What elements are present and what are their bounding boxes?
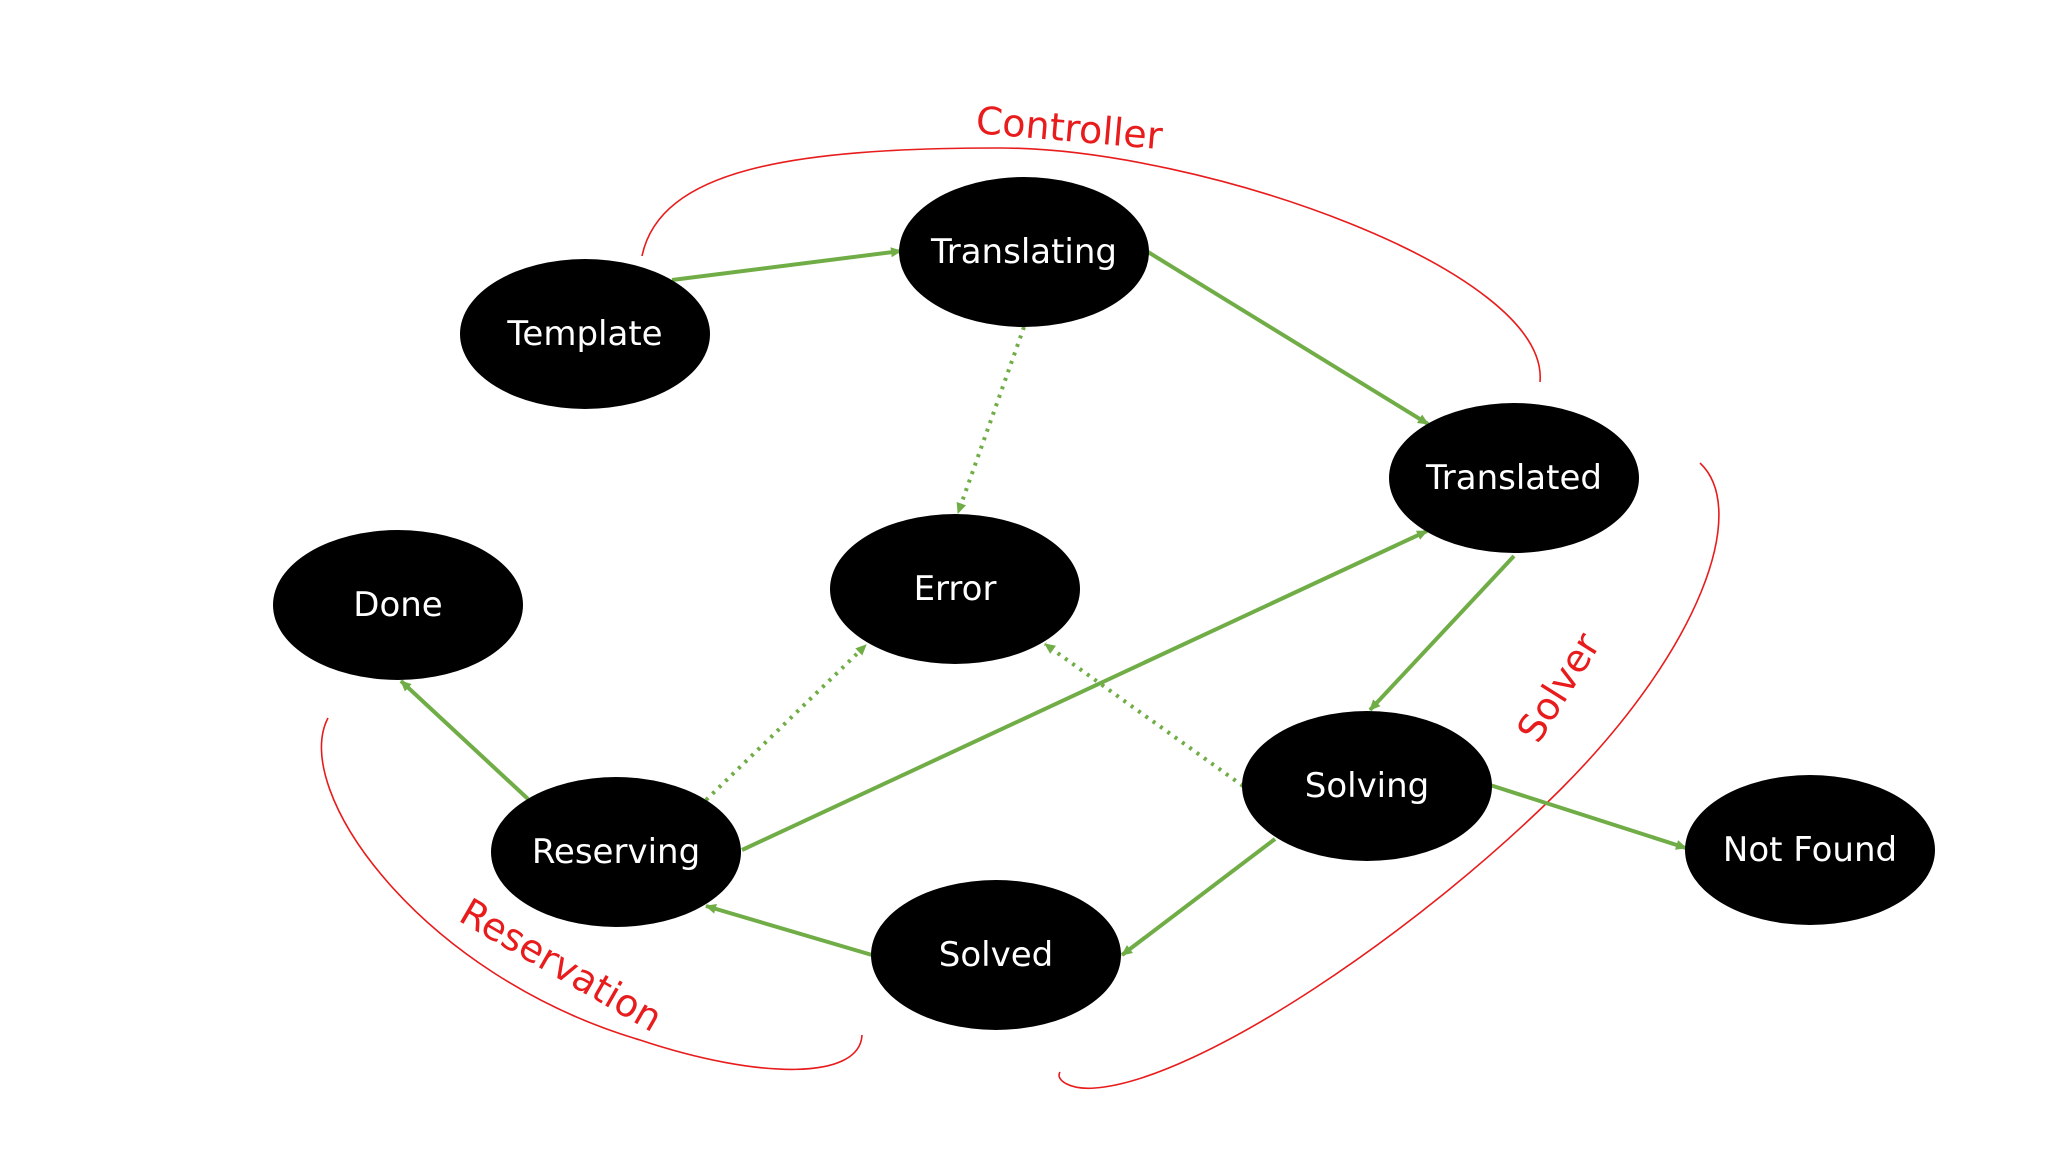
controller-group-arc bbox=[641, 147, 1541, 383]
node-translating: Translating bbox=[899, 177, 1149, 327]
node-done: Done bbox=[273, 530, 523, 680]
edge-reserving-to-error bbox=[704, 643, 868, 802]
node-template: Template bbox=[460, 259, 710, 409]
node-not-found-label: Not Found bbox=[1723, 830, 1897, 870]
node-template-label: Template bbox=[506, 314, 662, 354]
edge-translating-to-error bbox=[956, 326, 1026, 514]
edge-template-to-translating bbox=[671, 247, 902, 282]
edge-reserving-to-done bbox=[399, 679, 530, 801]
edge-solving-to-error bbox=[1043, 642, 1245, 788]
node-error-shape bbox=[830, 514, 1080, 664]
node-error: Error bbox=[830, 514, 1080, 664]
node-translating-shape bbox=[899, 177, 1149, 327]
nodes: Template Translating Translated Error Do… bbox=[273, 177, 1935, 1030]
node-translated: Translated bbox=[1389, 403, 1639, 553]
node-done-shape bbox=[273, 530, 523, 680]
node-translated-shape bbox=[1389, 403, 1639, 553]
edge-solving-to-solved bbox=[1120, 837, 1277, 957]
node-translated-label: Translated bbox=[1425, 458, 1602, 498]
solver-group-label: Solver bbox=[1508, 625, 1609, 750]
node-not-found-shape bbox=[1685, 775, 1935, 925]
node-solved: Solved bbox=[871, 880, 1121, 1030]
edges bbox=[399, 247, 1687, 957]
edge-solved-to-reserving bbox=[705, 904, 873, 957]
node-done-label: Done bbox=[353, 585, 442, 625]
node-solved-shape bbox=[871, 880, 1121, 1030]
node-solving-shape bbox=[1242, 711, 1492, 861]
node-solving-label: Solving bbox=[1305, 766, 1430, 806]
node-translating-label: Translating bbox=[930, 232, 1117, 272]
node-template-shape bbox=[460, 259, 710, 409]
node-error-label: Error bbox=[914, 569, 997, 609]
node-solving: Solving bbox=[1242, 711, 1492, 861]
edge-translated-to-solving bbox=[1368, 554, 1516, 712]
node-reserving: Reserving bbox=[491, 777, 741, 927]
solver-group-arc bbox=[1058, 462, 1720, 1090]
node-reserving-label: Reserving bbox=[532, 832, 700, 872]
edge-translating-to-translated bbox=[1146, 250, 1430, 426]
reservation-group-arc bbox=[320, 717, 863, 1071]
group-brackets bbox=[320, 147, 1720, 1090]
edge-reserving-to-translated bbox=[741, 529, 1428, 852]
node-not-found: Not Found bbox=[1685, 775, 1935, 925]
node-reserving-shape bbox=[491, 777, 741, 927]
controller-group-label: Controller bbox=[974, 98, 1164, 158]
edge-solving-to-not-found bbox=[1489, 783, 1687, 850]
node-solved-label: Solved bbox=[939, 935, 1053, 975]
